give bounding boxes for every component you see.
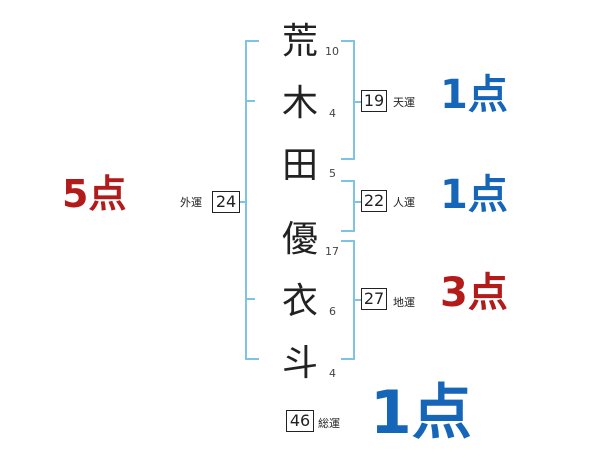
chiun-bracket-top-tick: [341, 240, 355, 242]
gaiun-label: 外運: [180, 196, 202, 209]
stroke-count-4: 17: [325, 245, 339, 258]
tenun-score: 1点: [440, 72, 508, 118]
chiun-label: 地運: [393, 296, 415, 309]
jinun-bracket-bottom-tick: [341, 230, 355, 232]
tenun-bracket-top-tick: [341, 40, 355, 42]
souun-score: 1点: [370, 378, 472, 448]
left-bracket-tick-2: [245, 100, 255, 102]
tenun-value-box: 19: [361, 90, 387, 112]
jinun-bracket-connector: [353, 201, 361, 203]
chiun-bracket-bottom-tick: [341, 358, 355, 360]
souun-value-box: 46: [286, 410, 314, 432]
stroke-count-6: 4: [329, 367, 336, 380]
tenun-bracket-connector: [353, 101, 361, 103]
name-char-1: 荒: [281, 21, 318, 62]
name-char-5: 衣: [281, 281, 318, 322]
left-bracket-connector: [240, 201, 246, 203]
jinun-value-box: 22: [361, 190, 387, 212]
chiun-bracket-connector: [353, 299, 361, 301]
souun-label: 総運: [318, 417, 340, 430]
name-char-4: 優: [281, 219, 318, 260]
stroke-count-2: 4: [329, 107, 336, 120]
tenun-bracket-bottom-tick: [341, 158, 355, 160]
stroke-count-3: 5: [329, 167, 336, 180]
tenun-bracket-vertical: [353, 40, 355, 160]
jinun-score: 1点: [440, 172, 508, 218]
jinun-bracket-top-tick: [341, 180, 355, 182]
jinun-label: 人運: [393, 196, 415, 209]
stroke-count-1: 10: [325, 45, 339, 58]
chiun-value-box: 27: [361, 288, 387, 310]
name-char-6: 斗: [281, 343, 318, 384]
name-char-3: 田: [281, 145, 318, 186]
tenun-label: 天運: [393, 96, 415, 109]
left-bracket-tick-5: [245, 298, 255, 300]
gaiun-score: 5点: [62, 172, 127, 216]
chiun-score: 3点: [440, 270, 508, 316]
left-bracket-top-tick: [245, 40, 259, 42]
stroke-count-5: 6: [329, 305, 336, 318]
jinun-bracket-vertical: [353, 180, 355, 232]
left-bracket-bottom-tick: [245, 358, 259, 360]
name-char-2: 木: [281, 83, 318, 124]
gaiun-value-box: 24: [212, 191, 240, 213]
left-bracket-vertical: [245, 40, 247, 360]
